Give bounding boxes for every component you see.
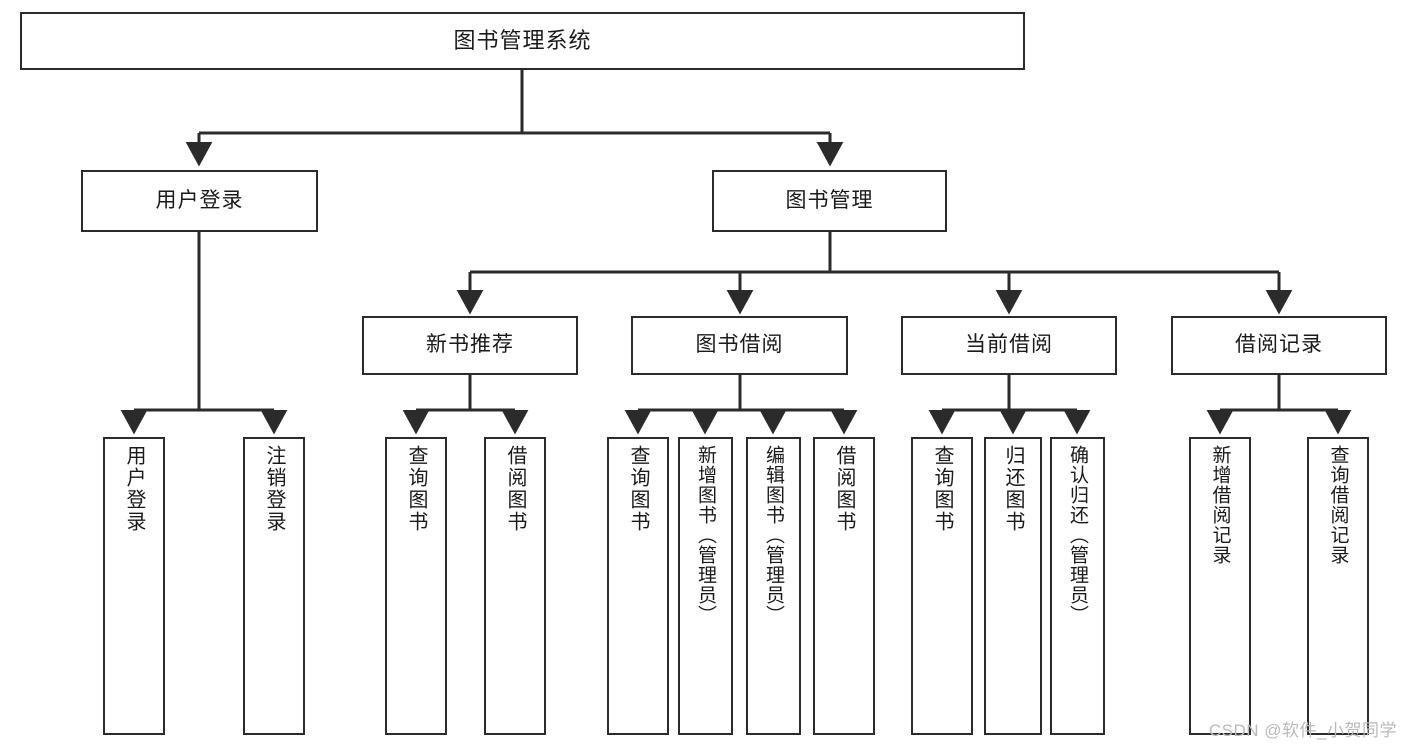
leaf-label: 用户登录	[123, 445, 145, 533]
node-new-book-recommend[interactable]: 新书推荐	[362, 316, 578, 375]
node-label: 图书管理	[785, 188, 874, 212]
leaf-query-book-borrow[interactable]: 查询图书	[607, 437, 669, 735]
leaf-label: 查询图书	[405, 445, 427, 533]
leaf-user-login[interactable]: 用户登录	[103, 437, 165, 735]
leaf-label: 注销登录	[263, 445, 285, 533]
node-root[interactable]: 图书管理系统	[20, 12, 1025, 70]
leaf-borrow-book-recommend[interactable]: 借阅图书	[484, 437, 546, 735]
node-user-login-branch[interactable]: 用户登录	[81, 170, 318, 232]
leaf-label: 借阅图书	[504, 445, 526, 533]
leaf-confirm-return-admin[interactable]: 确认归还（管理员）	[1050, 437, 1105, 735]
node-label: 图书借阅	[695, 333, 784, 357]
node-borrow-record[interactable]: 借阅记录	[1171, 316, 1387, 375]
leaf-label: 新增图书（管理员）	[695, 445, 716, 625]
csdn-watermark: CSDN @软件_小贺同学	[1208, 721, 1397, 740]
node-book-borrow[interactable]: 图书借阅	[631, 316, 848, 375]
leaf-add-borrow-record[interactable]: 新增借阅记录	[1189, 437, 1251, 735]
leaf-label: 查询图书	[931, 445, 953, 533]
node-book-management-branch[interactable]: 图书管理	[712, 170, 947, 232]
leaf-label: 确认归还（管理员）	[1067, 445, 1088, 625]
node-label: 借阅记录	[1235, 333, 1323, 357]
leaf-borrow-book[interactable]: 借阅图书	[813, 437, 875, 735]
node-label: 当前借阅	[965, 333, 1053, 357]
leaf-label: 编辑图书（管理员）	[763, 445, 784, 625]
node-current-borrow[interactable]: 当前借阅	[901, 316, 1117, 375]
node-label: 用户登录	[155, 188, 244, 212]
leaf-query-book-current[interactable]: 查询图书	[911, 437, 973, 735]
leaf-label: 归还图书	[1002, 445, 1024, 533]
node-root-label: 图书管理系统	[453, 28, 592, 54]
leaf-return-book[interactable]: 归还图书	[984, 437, 1042, 735]
leaf-label: 查询借阅记录	[1327, 445, 1349, 565]
leaf-logout[interactable]: 注销登录	[243, 437, 305, 735]
leaf-edit-book-admin[interactable]: 编辑图书（管理员）	[746, 437, 801, 735]
leaf-query-borrow-record[interactable]: 查询借阅记录	[1307, 437, 1369, 735]
leaf-add-book-admin[interactable]: 新增图书（管理员）	[678, 437, 733, 735]
leaf-label: 借阅图书	[833, 445, 855, 533]
leaf-label: 新增借阅记录	[1209, 445, 1231, 565]
node-label: 新书推荐	[426, 333, 514, 357]
leaf-query-book-recommend[interactable]: 查询图书	[385, 437, 447, 735]
leaf-label: 查询图书	[627, 445, 649, 533]
